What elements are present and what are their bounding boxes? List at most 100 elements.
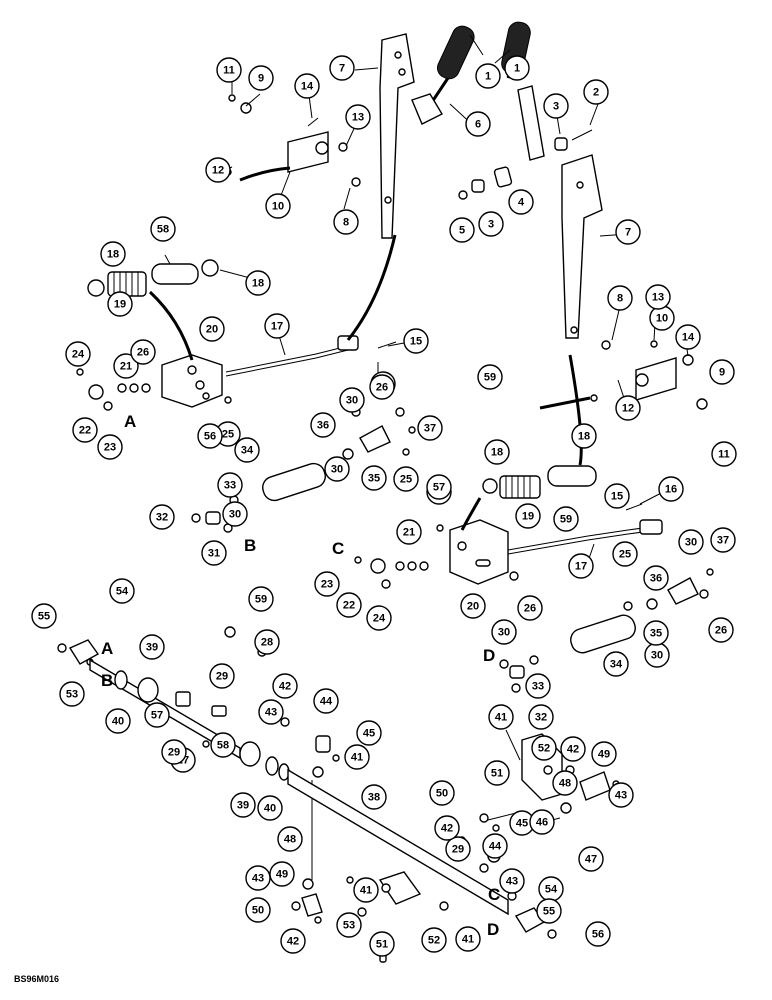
callout-number: 55 [38, 611, 50, 623]
callout-circle [484, 760, 510, 786]
callout-circle [245, 270, 271, 296]
callout-number: 17 [575, 561, 587, 573]
callout-circle [604, 483, 630, 509]
callout-number: 14 [301, 81, 314, 93]
callout-16: 16 [658, 476, 684, 502]
callout-number: 16 [665, 484, 677, 496]
callout-number: 59 [484, 372, 496, 384]
callout-56: 56 [585, 921, 611, 947]
callout-circle [393, 466, 419, 492]
callout-number: 41 [462, 934, 474, 946]
callout-32: 32 [528, 704, 554, 730]
callout-number: 45 [516, 818, 528, 830]
callout-number: 13 [652, 292, 664, 304]
callout-number: 8 [617, 293, 623, 305]
callout-circle [710, 527, 736, 553]
callout-19: 19 [107, 291, 133, 317]
callout-number: 11 [718, 449, 730, 461]
callout-number: 39 [146, 642, 158, 654]
callout-number: 50 [252, 905, 264, 917]
callout-number: 33 [224, 480, 236, 492]
lever-7-right [561, 154, 603, 339]
callout-circle [543, 93, 569, 119]
callout-number: 48 [284, 834, 296, 846]
callout-number: 24 [72, 349, 85, 361]
callout-number: 43 [252, 873, 264, 885]
callout-circle [421, 927, 447, 953]
callout-36: 36 [310, 412, 336, 438]
callout-circle [475, 63, 501, 89]
callout-18: 18 [245, 270, 271, 296]
callout-circle [230, 792, 256, 818]
callout-circle [264, 313, 290, 339]
callout-number: 58 [217, 740, 229, 752]
callout-15: 15 [403, 328, 429, 354]
callout-circle [403, 328, 429, 354]
callout-circle [277, 826, 303, 852]
callout-number: 5 [459, 225, 465, 237]
callout-circle [484, 439, 510, 465]
link-right-center [568, 354, 583, 466]
callout-number: 48 [559, 778, 571, 790]
callout-number: 9 [258, 73, 264, 85]
callout-55: 55 [536, 898, 562, 924]
callout-53: 53 [336, 912, 362, 938]
letter-marker: D [483, 646, 495, 665]
callout-number: 53 [66, 689, 78, 701]
callout-43: 43 [608, 782, 634, 808]
callout-number: 11 [223, 65, 235, 77]
callout-number: 10 [656, 313, 668, 325]
callout-30: 30 [222, 501, 248, 527]
callout-circle [161, 739, 187, 765]
callout-circle [465, 111, 491, 137]
callout-number: 20 [206, 324, 218, 336]
callout-24: 24 [366, 605, 392, 631]
callout-13: 13 [345, 104, 371, 130]
callout-circle [361, 784, 387, 810]
callout-circle [314, 571, 340, 597]
callout-39: 39 [230, 792, 256, 818]
callout-8: 8 [333, 209, 359, 235]
callout-30: 30 [491, 619, 517, 645]
callout-49: 49 [591, 741, 617, 767]
callout-circle [711, 441, 737, 467]
callout-number: 22 [79, 425, 91, 437]
callout-number: 26 [524, 603, 536, 615]
callout-number: 42 [279, 681, 291, 693]
callout-55: 55 [31, 603, 57, 629]
drawing-parts [57, 21, 714, 963]
callout-33: 33 [217, 472, 243, 498]
callout-37: 37 [417, 415, 443, 441]
callout-circle [205, 157, 231, 183]
callout-number: 43 [265, 707, 277, 719]
callout-number: 25 [400, 474, 412, 486]
callout-number: 26 [715, 625, 727, 637]
callout-number: 38 [368, 792, 380, 804]
letter-marker: A [101, 639, 113, 658]
shaft-38 [287, 768, 557, 963]
callout-21: 21 [113, 353, 139, 379]
callout-circle [248, 65, 274, 91]
callout-42: 42 [280, 928, 306, 954]
callout-59: 59 [553, 506, 579, 532]
callout-number: 43 [506, 876, 518, 888]
callout-39: 39 [139, 634, 165, 660]
callout-18: 18 [484, 439, 510, 465]
callout-number: 32 [535, 712, 547, 724]
callout-22: 22 [72, 417, 98, 443]
callout-17: 17 [568, 553, 594, 579]
callout-circle [339, 387, 365, 413]
lever-6-shaft [458, 85, 593, 200]
callout-number: 9 [719, 367, 725, 379]
lever-7-left [379, 33, 415, 239]
callout-circle [396, 519, 422, 545]
callout-circle [369, 374, 395, 400]
callout-number: 34 [241, 445, 254, 457]
callout-number: 18 [578, 431, 590, 443]
callout-circle [591, 741, 617, 767]
callout-number: 51 [491, 768, 503, 780]
callout-47: 47 [578, 846, 604, 872]
callout-circle [130, 339, 156, 365]
bracket-20-left [76, 348, 232, 411]
callout-number: 29 [168, 747, 180, 759]
